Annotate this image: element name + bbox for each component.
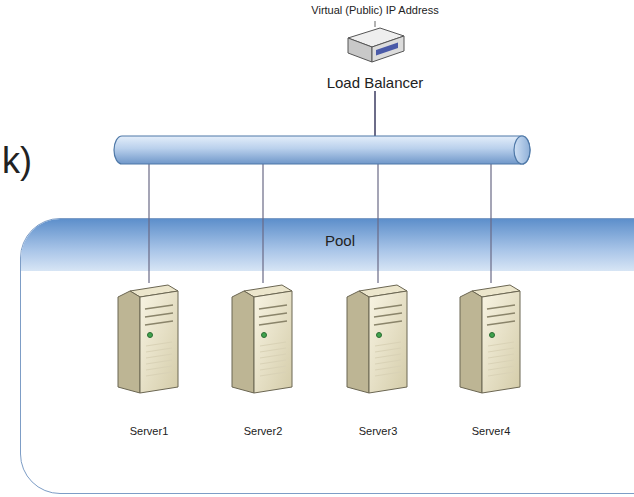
drive-bay bbox=[145, 321, 173, 325]
vent-slot bbox=[375, 366, 401, 370]
case-side bbox=[347, 291, 369, 393]
bus-end bbox=[514, 136, 530, 164]
vent-slot bbox=[488, 372, 514, 376]
vent-slot bbox=[375, 348, 401, 352]
server-icon bbox=[230, 283, 296, 397]
server: Server3 bbox=[336, 283, 420, 437]
bus-body bbox=[114, 136, 530, 164]
vent-slot bbox=[146, 366, 172, 370]
vent-slot bbox=[260, 354, 286, 358]
server-label: Server1 bbox=[107, 397, 191, 437]
server-icon bbox=[116, 283, 182, 397]
case-side bbox=[460, 291, 482, 393]
pool-title: Pool bbox=[21, 219, 634, 249]
vent-slot bbox=[146, 372, 172, 376]
leader-line bbox=[375, 21, 376, 27]
vent-slot bbox=[146, 360, 172, 364]
vent-slot bbox=[260, 360, 286, 364]
vent-slot bbox=[488, 354, 514, 358]
vent-slot bbox=[488, 348, 514, 352]
vent-slot bbox=[488, 366, 514, 370]
device-label: Load Balancer bbox=[300, 70, 450, 91]
vent-slot bbox=[375, 372, 401, 376]
server: Server4 bbox=[449, 283, 533, 437]
drive-bay bbox=[259, 313, 287, 317]
vent-slot bbox=[260, 342, 286, 346]
drive-bay bbox=[145, 313, 173, 317]
server-label: Server2 bbox=[221, 397, 305, 437]
drive-bay bbox=[487, 313, 515, 317]
vent-slot bbox=[488, 342, 514, 346]
vent-slot bbox=[260, 366, 286, 370]
drive-bay bbox=[374, 321, 402, 325]
power-led bbox=[490, 333, 495, 338]
case-front bbox=[369, 291, 407, 393]
drive-bay bbox=[374, 313, 402, 317]
vent-slot bbox=[375, 354, 401, 358]
vent-slot bbox=[375, 360, 401, 364]
vent-slot bbox=[260, 348, 286, 352]
power-led bbox=[377, 333, 382, 338]
case-side bbox=[118, 291, 140, 393]
case-side bbox=[232, 291, 254, 393]
vent-slot bbox=[260, 372, 286, 376]
case-front bbox=[140, 291, 178, 393]
drive-bay bbox=[145, 305, 173, 309]
power-led bbox=[148, 333, 153, 338]
network-bus-tube bbox=[114, 136, 530, 164]
device-side bbox=[348, 38, 372, 62]
server-label: Server4 bbox=[449, 397, 533, 437]
address-label: Virtual (Public) IP Address bbox=[311, 4, 438, 16]
drive-bay bbox=[487, 305, 515, 309]
load-balancer-icon bbox=[340, 22, 410, 70]
drive-bay bbox=[259, 321, 287, 325]
server-icon bbox=[458, 283, 524, 397]
server-icon bbox=[345, 283, 411, 397]
server-pool: PoolServer1 Server2 Server3 Server4 bbox=[20, 218, 634, 494]
drive-bay bbox=[374, 305, 402, 309]
power-led bbox=[262, 333, 267, 338]
server-label: Server3 bbox=[336, 397, 420, 437]
server: Server2 bbox=[221, 283, 305, 437]
slide-text-fragment: k) bbox=[2, 140, 32, 182]
drive-bay bbox=[487, 321, 515, 325]
device-panel bbox=[376, 43, 398, 56]
drive-bay bbox=[259, 305, 287, 309]
vent-slot bbox=[146, 342, 172, 346]
load-balancer: Load Balancer bbox=[300, 22, 450, 91]
device-front bbox=[372, 36, 404, 62]
server: Server1 bbox=[107, 283, 191, 437]
vent-slot bbox=[146, 354, 172, 358]
vent-slot bbox=[488, 360, 514, 364]
case-front bbox=[254, 291, 292, 393]
vent-slot bbox=[146, 348, 172, 352]
case-front bbox=[482, 291, 520, 393]
vent-slot bbox=[375, 342, 401, 346]
